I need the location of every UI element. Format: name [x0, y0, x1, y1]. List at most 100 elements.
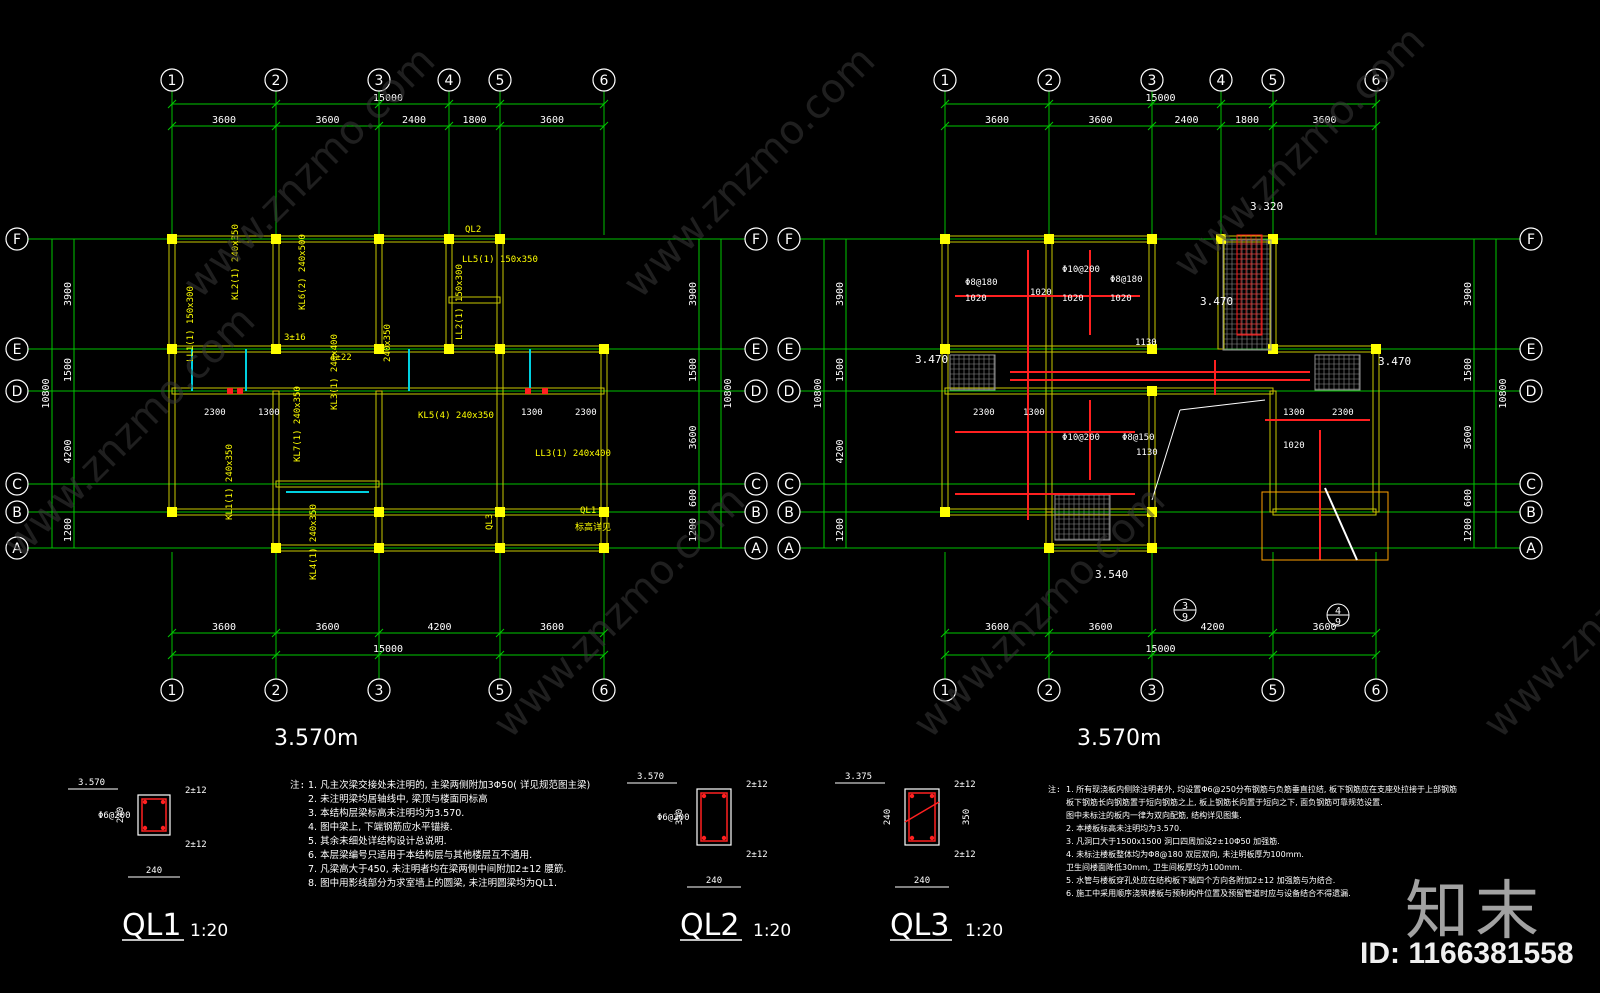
detail-bar [929, 835, 935, 841]
note-line: 4. 图中梁上, 下端钢筋应水平锚接. [308, 821, 453, 833]
slab-label: 2300 [1332, 408, 1354, 418]
column [1216, 234, 1226, 244]
dim-right: 3900 [1463, 282, 1474, 306]
dim-bottom: 3600 [540, 622, 564, 633]
grid-bubble-left-label: D [784, 384, 795, 400]
section-num: 3 [1182, 601, 1188, 612]
grid-bubble-bottom-circle [488, 678, 512, 702]
detail-top-rebar: 2±12 [746, 780, 768, 790]
slab-label: Φ10@200 [1062, 265, 1100, 275]
slab-label: 1020 [1110, 294, 1132, 304]
detail-bottom-rebar: 2±12 [185, 840, 207, 850]
dim-right: 3600 [1463, 425, 1474, 449]
dim-total-top: 15000 [373, 93, 403, 104]
dim-right: 3900 [688, 282, 699, 306]
grid-bubble-bottom-circle [264, 678, 288, 702]
dim-tick [271, 121, 281, 131]
dim-left: 4200 [63, 439, 74, 463]
grid-bubble-right-label: B [1526, 505, 1536, 521]
grid-bubble-left-circle [5, 379, 29, 403]
grid-bubble-left-circle [777, 500, 801, 524]
grid-bubble-left-label: B [784, 505, 794, 521]
beam-label: KL2(1) 240x350 [231, 224, 241, 300]
column [167, 344, 177, 354]
dim-top: 3600 [212, 115, 236, 126]
column [374, 234, 384, 244]
column [495, 234, 505, 244]
grid-bubble-bottom-circle [367, 678, 391, 702]
grid-bubble-bottom-label: 6 [1372, 683, 1381, 699]
dim-tick [1147, 628, 1157, 638]
detail-stirrup [141, 798, 167, 832]
grid-bubble-right-label: E [752, 342, 761, 358]
dim-top: 3600 [540, 115, 564, 126]
leader-line [1179, 399, 1266, 411]
column [495, 543, 505, 553]
detail-bar [701, 793, 707, 799]
detail-scale: 1:20 [190, 921, 228, 941]
slab-label: 2300 [973, 408, 995, 418]
grid-bubble-right-circle [1519, 227, 1543, 251]
grid-bubble-bottom-circle [1140, 678, 1164, 702]
dim-right: 1500 [688, 358, 699, 382]
dim-bottom: 3600 [315, 622, 339, 633]
grid-bubble-left-circle [5, 536, 29, 560]
detail-bar [142, 799, 148, 805]
dim-tick [167, 650, 177, 660]
dim-tick [1371, 650, 1381, 660]
note-line: 2. 本楼板标高未注明均为3.570. [1066, 823, 1182, 833]
dim-tick [1044, 650, 1054, 660]
watermark-logo: 知末 [1405, 875, 1545, 949]
column [940, 507, 950, 517]
detail-stirrup [700, 792, 728, 842]
dim-tick [599, 650, 609, 660]
grid-bubble-bottom-label: 6 [600, 683, 609, 699]
section-sheet: 9 [1335, 617, 1341, 628]
note-line: 3. 本结构层梁标高未注明均为3.570. [308, 807, 464, 819]
grid-bubble-top-label: 2 [1045, 73, 1054, 89]
grid-bubble-right-circle [744, 227, 768, 251]
grid-bubble-left-label: F [13, 232, 21, 248]
notes-label: 注: [290, 779, 305, 791]
grid-bubble-top-circle [1364, 68, 1388, 92]
detail-section [696, 788, 732, 846]
wall [171, 387, 605, 395]
note-line: 4. 未标注楼板整体均为Φ8@180 双层双向, 未注明板厚为100mm. [1066, 849, 1304, 859]
grid-bubble-left-label: A [12, 541, 22, 557]
detail-bar [929, 793, 935, 799]
dim-tick [599, 99, 609, 109]
dim-bottom: 3600 [985, 622, 1009, 633]
grid-bubble-top-label: 1 [168, 73, 177, 89]
grid-bubble-right-label: E [1527, 342, 1536, 358]
note-line: 3. 凡洞口大于1500x1500 洞口四周加设2±10Φ50 加强筋. [1066, 836, 1280, 846]
grid-bubble-right-label: F [752, 232, 760, 248]
detail-top-rebar: 2±12 [185, 786, 207, 796]
grid-bubble-bottom-circle [592, 678, 616, 702]
dim-bottom: 3600 [1312, 622, 1336, 633]
dim-tick [1371, 121, 1381, 131]
beam-label: KL7(1) 240x350 [293, 386, 303, 462]
dim-tick [374, 99, 384, 109]
dim-tick [599, 121, 609, 131]
detail-bar [721, 835, 727, 841]
red-marker [227, 388, 233, 394]
detail-height: 240 [116, 807, 126, 823]
slab-label: 1020 [965, 294, 987, 304]
detail-title: QL1 [122, 908, 181, 943]
grid-bubble-bottom-circle [160, 678, 184, 702]
beam-label: 2300 [575, 408, 597, 418]
note-line: 图中未标注的板内一律为双向配筋, 结构详见图集. [1066, 810, 1242, 820]
dim-left: 4200 [835, 439, 846, 463]
detail-scale: 1:20 [753, 921, 791, 941]
grid-bubble-bottom-label: 2 [1045, 683, 1054, 699]
note-line: 8. 图中用影线部分为求室墙上的圆梁, 未注明圆梁均为QL1. [308, 877, 557, 889]
stair-hatch-frame [949, 354, 996, 391]
grid-bubble-top-label: 5 [496, 73, 505, 89]
dim-right: 3600 [688, 425, 699, 449]
dim-total-bottom: 15000 [373, 644, 403, 655]
column [940, 234, 950, 244]
grid-bubble-bottom-label: 2 [272, 683, 281, 699]
dim-tick [495, 650, 505, 660]
grid-bubble-right-circle [1519, 337, 1543, 361]
